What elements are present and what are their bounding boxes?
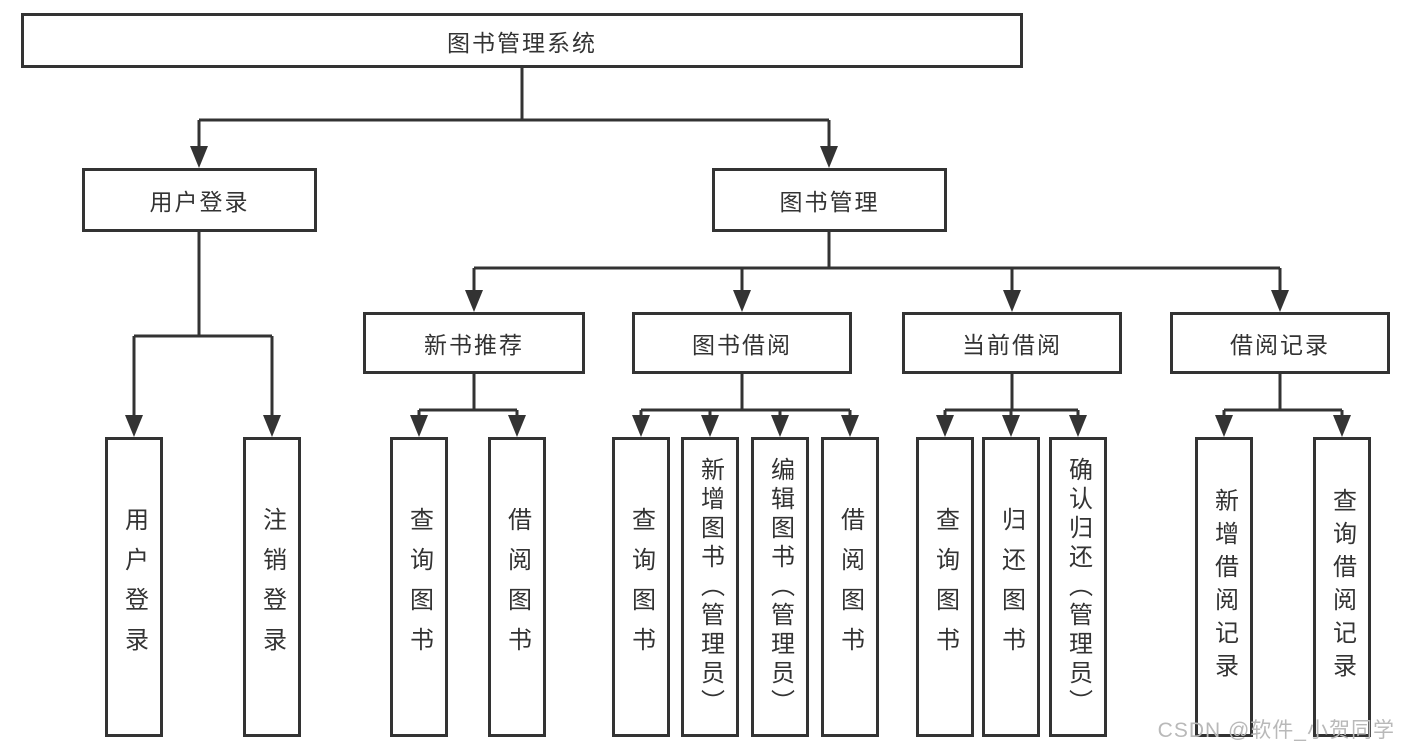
leaf-nbr-borrow-books: 借阅图书 [488,437,546,737]
node-label: 借阅记录 [1230,332,1330,358]
leaf-cb-query-books: 查询图书 [916,437,974,737]
node-label: 新增借阅记录 [1210,488,1238,686]
node-label: 借阅图书 [503,507,531,667]
node-label: 用户登录 [149,189,250,215]
leaf-cb-confirm-return-admin: 确认归还（管理员） [1049,437,1107,737]
node-new-book-rec: 新书推荐 [363,312,585,374]
watermark-text: CSDN @软件_小贺同学 [1157,719,1395,742]
node-label: 注销登录 [258,507,286,667]
leaf-nbr-query-books: 查询图书 [390,437,448,737]
leaf-logout: 注销登录 [243,437,301,737]
node-label: 当前借阅 [962,332,1062,358]
leaf-cb-return-books: 归还图书 [982,437,1040,737]
node-label: 确认归还（管理员） [1064,456,1092,718]
node-label: 图书管理系统 [447,29,597,56]
node-user-login: 用户登录 [82,168,317,232]
node-label: 编辑图书（管理员） [766,456,794,718]
node-book-mgmt: 图书管理 [712,168,947,232]
leaf-bb-query-books: 查询图书 [612,437,670,737]
node-label: 用户登录 [120,507,148,667]
node-label: 归还图书 [997,507,1025,667]
leaf-user-login: 用户登录 [105,437,163,737]
leaf-bb-borrow-books: 借阅图书 [821,437,879,737]
node-label: 查询图书 [405,507,433,667]
node-label: 新增图书（管理员） [696,456,724,718]
node-current-borrow: 当前借阅 [902,312,1122,374]
node-label: 图书借阅 [692,332,792,358]
leaf-bb-edit-books-admin: 编辑图书（管理员） [751,437,809,737]
node-root: 图书管理系统 [21,13,1023,68]
node-label: 新书推荐 [424,332,524,358]
node-label: 图书管理 [779,189,880,215]
leaf-bb-add-books-admin: 新增图书（管理员） [681,437,739,737]
leaf-br-add-record: 新增借阅记录 [1195,437,1253,737]
node-label: 查询图书 [627,507,655,667]
node-label: 查询图书 [931,507,959,667]
node-borrow-records: 借阅记录 [1170,312,1390,374]
node-label: 借阅图书 [836,507,864,667]
leaf-br-query-record: 查询借阅记录 [1313,437,1371,737]
node-book-borrow: 图书借阅 [632,312,852,374]
node-label: 查询借阅记录 [1328,488,1356,686]
